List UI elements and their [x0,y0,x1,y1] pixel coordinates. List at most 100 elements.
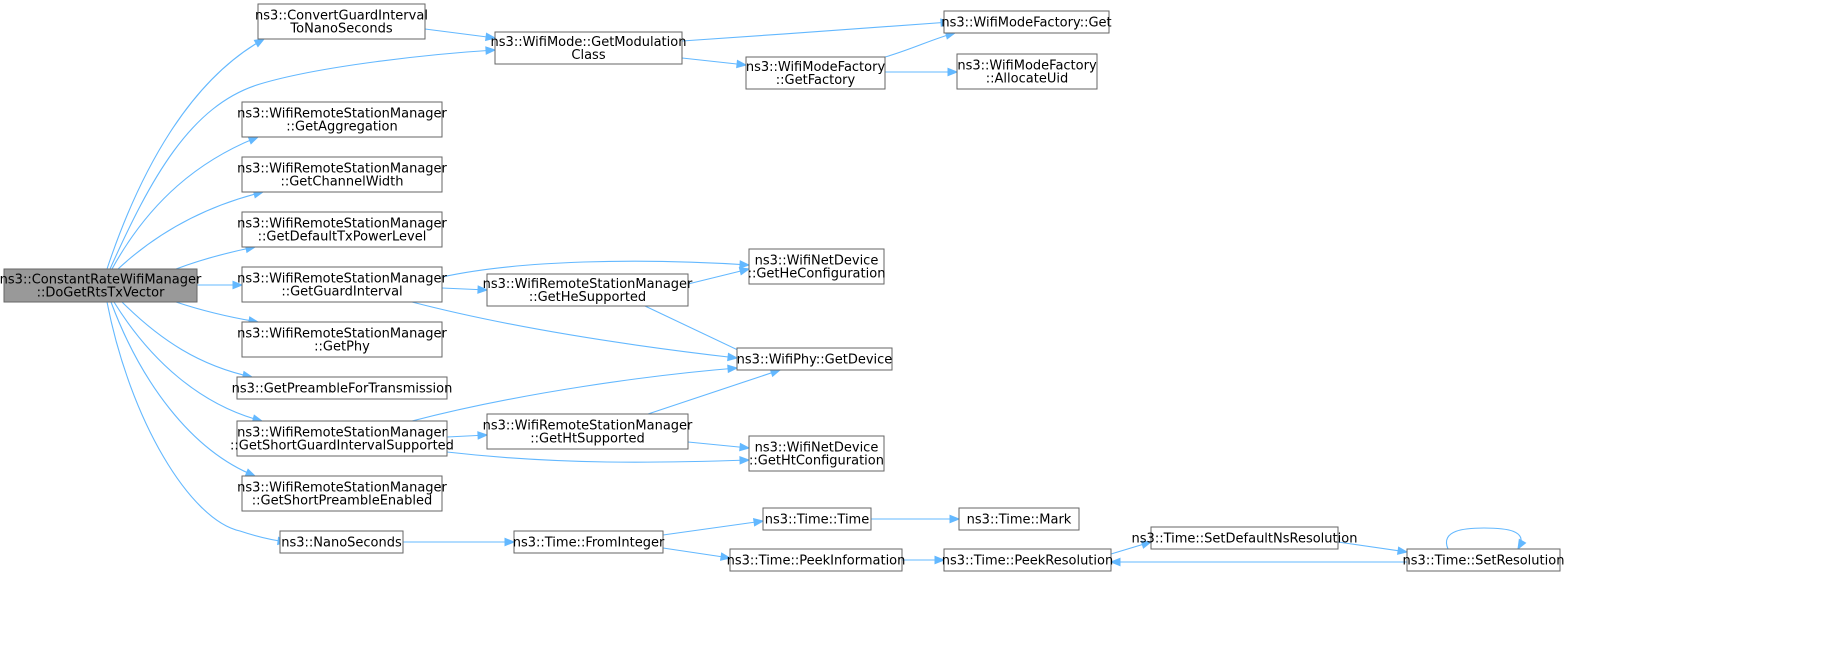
edge-peekres-to-setdef-arrowhead [1140,540,1153,549]
function-node[interactable]: ns3::WifiModeFactory::GetFactory [745,56,886,90]
nodes-layer: ns3::ConstantRateWifiManager::DoGetRtsTx… [0,3,1565,572]
node-label-line: ns3::WifiNetDevice [755,441,879,456]
edge-root-to-nano-line [106,301,288,543]
node-box [1150,526,1339,550]
node-label-line: ns3::WifiRemoteStationManager [237,481,447,496]
function-node[interactable]: ns3::WifiRemoteStationManager::GetShortP… [237,475,448,512]
node-box [279,530,404,554]
node-box [3,268,198,303]
function-node[interactable]: ns3::WifiNetDevice::GetHeConfiguration [748,248,886,285]
function-node[interactable]: ns3::WifiRemoteStationManager::GetAggreg… [237,101,448,138]
function-node[interactable]: ns3::WifiRemoteStationManager::GetChanne… [237,156,448,193]
node-box [241,475,443,512]
edge-root-to-cgi-arrowhead [253,38,266,48]
edge-gi-to-getdev [411,301,739,362]
node-label-line: ::GetHeSupported [529,290,646,305]
edge-mfgetf-to-mfget [884,31,957,58]
edge-mfgetf-to-mfalloc [885,67,959,77]
function-node[interactable]: ns3::WifiPhy::GetDevice [736,347,893,371]
edge-mfgetf-to-mfget-line [884,32,956,58]
edge-root-to-dtpl [175,244,257,270]
edge-nano-to-fromint [403,537,516,547]
edge-sgis-to-htsup-arrowhead [477,431,489,440]
edge-fromint-to-peekinfo [662,547,732,561]
function-node[interactable]: ns3::Time::SetResolution [1403,548,1565,572]
edge-gmc-to-mfgetf-line [681,57,747,66]
node-label-line: ns3::WifiRemoteStationManager [237,107,447,122]
edge-root-to-cw-line [117,191,264,270]
function-node[interactable]: ns3::WifiModeFactory::AllocateUid [956,53,1098,90]
node-box [236,376,448,400]
function-node[interactable]: ns3::Time::Time [762,507,872,531]
node-label-line: ::GetPhy [314,340,370,355]
node-label-line: ns3::WifiRemoteStationManager [237,272,447,287]
function-node[interactable]: ns3::GetPreambleForTransmission [232,376,453,400]
function-node[interactable]: ns3::Time::Mark [958,507,1080,531]
edge-htsup-to-htcfg-line [687,441,750,449]
edge-sgis-to-getdev-arrowhead [727,364,739,374]
edge-gmc-to-mfgetf-arrowhead [736,59,748,69]
function-node[interactable]: ns3::WifiRemoteStationManager::GetGuardI… [237,266,448,303]
function-node[interactable]: ns3::WifiRemoteStationManager::GetHeSupp… [483,273,693,307]
root-node[interactable]: ns3::ConstantRateWifiManager::DoGetRtsTx… [0,268,202,303]
edge-gmc-to-mfget [681,18,952,42]
node-label-line: ::DoGetRtsTxVector [37,286,166,301]
node-label-line: ns3::WifiPhy::GetDevice [737,353,893,368]
function-node[interactable]: ns3::WifiNetDevice::GetHtConfiguration [748,435,885,472]
node-label-line: ns3::Time::Mark [967,513,1072,528]
node-box [943,10,1110,34]
node-box [486,413,689,450]
edge-gi-to-hecfg [441,260,751,278]
edge-setres-to-peekres [1109,557,1407,567]
function-node[interactable]: ns3::WifiModeFactory::Get [941,10,1112,34]
node-box [486,273,689,307]
node-label-line: ns3::ConstantRateWifiManager [0,273,202,288]
edge-setres-to-setres-arrowhead [1517,538,1527,551]
node-label-line: ::GetGuardInterval [281,285,402,300]
node-label-line: ns3::WifiRemoteStationManager [237,217,447,232]
function-node[interactable]: ns3::WifiRemoteStationManager::GetHtSupp… [483,413,693,450]
edge-root-to-phy [175,301,260,325]
edge-fromint-to-peekinfo-arrowhead [719,552,732,561]
edge-time-to-mark-arrowhead [949,514,961,524]
node-box [241,266,443,303]
node-box [494,31,683,65]
edge-setres-to-setres [1445,527,1527,551]
node-label-line: ::GetHeConfiguration [748,267,886,282]
edge-sgis-to-getdev-line [411,367,738,422]
edge-setdef-to-setres [1337,541,1409,555]
edge-htsup-to-htcfg [687,441,751,452]
edge-cgi-to-gmc-arrowhead [485,32,497,42]
function-node[interactable]: ns3::Time::PeekInformation [727,548,906,572]
node-label-line: ns3::Time::FromInteger [513,536,665,551]
edge-peekinfo-to-peekres [902,555,946,565]
node-label-line: ::GetFactory [776,73,856,88]
edge-root-to-sgis-line [113,301,263,422]
edge-gmc-to-mfgetf [681,57,748,69]
function-node[interactable]: ns3::Time::PeekResolution [942,548,1113,572]
edge-root-to-sgis [113,301,264,423]
function-node[interactable]: ns3::Time::FromInteger [513,530,665,554]
function-node[interactable]: ns3::WifiRemoteStationManager::GetDefaul… [237,211,448,248]
edge-sgis-to-htcfg-line [446,451,750,463]
function-node[interactable]: ns3::NanoSeconds [279,530,404,554]
node-box [736,347,893,371]
node-box [241,211,443,248]
function-node[interactable]: ns3::WifiRemoteStationManager::GetPhy [237,321,448,358]
edge-htsup-to-getdev [647,368,782,415]
function-node[interactable]: ns3::WifiRemoteStationManager::GetShortG… [230,420,454,457]
node-label-line: ns3::GetPreambleForTransmission [232,382,453,397]
edge-root-to-gmc-line [109,49,496,270]
node-label-line: ns3::WifiRemoteStationManager [237,327,447,342]
node-label-line: ns3::WifiModeFactory [957,59,1097,74]
node-label-line: ::GetShortGuardIntervalSupported [230,439,454,454]
node-box [1406,548,1561,572]
node-label-line: ::AllocateUid [986,72,1068,87]
node-box [241,156,443,193]
edge-time-to-mark [871,514,961,524]
edge-root-to-agg-arrowhead [247,136,260,145]
edge-fromint-to-time-arrowhead [752,518,765,527]
function-node[interactable]: ns3::Time::SetDefaultNsResolution [1132,526,1358,550]
